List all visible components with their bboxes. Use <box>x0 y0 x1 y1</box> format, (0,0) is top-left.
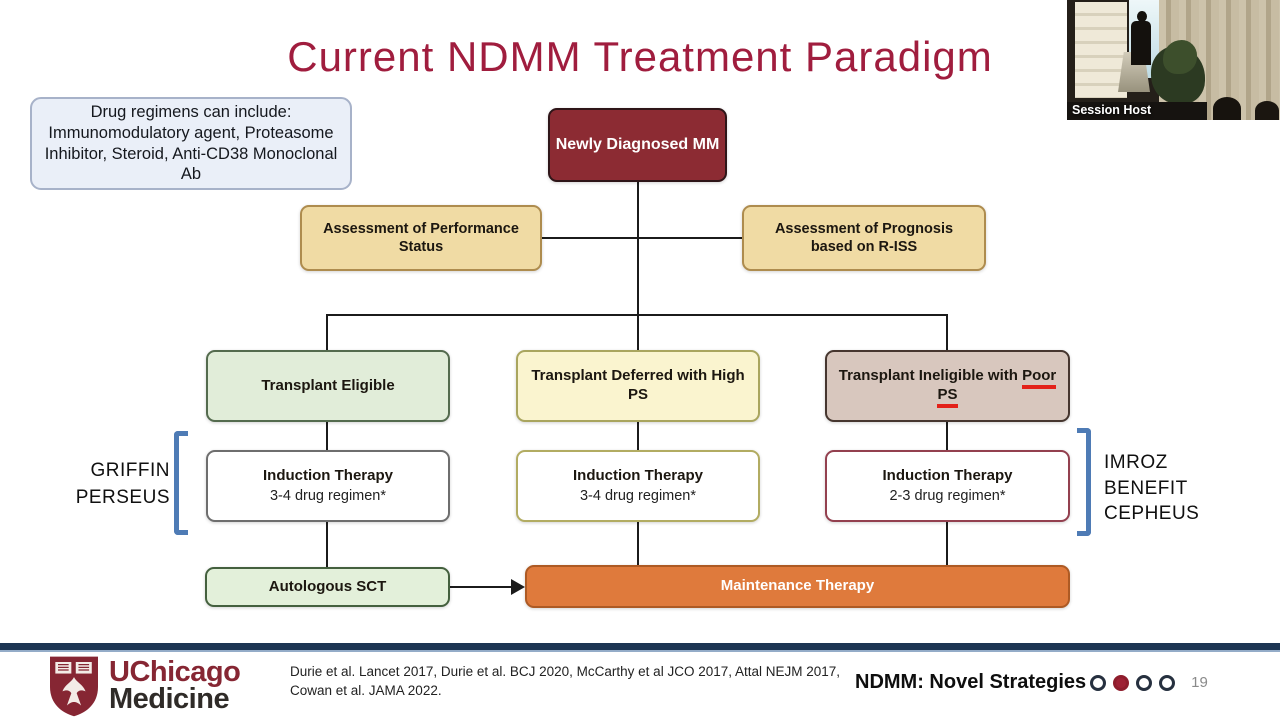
assessment-performance-box: Assessment of Performance Status <box>300 205 542 271</box>
connector-deferred-induction <box>637 422 639 450</box>
webcam-speaker-head <box>1137 11 1147 22</box>
logo-wordmark: UChicago Medicine <box>109 656 241 715</box>
induction-left-regimen: 3-4 drug regimen* <box>269 488 387 505</box>
induction-right-title: Induction Therapy <box>882 466 1013 484</box>
connector-induction-sct <box>326 522 328 567</box>
citation-text: Durie et al. Lancet 2017, Durie et al. B… <box>290 664 841 698</box>
transplant-ineligible-box: Transplant Ineligible with Poor PS <box>825 350 1070 422</box>
connector-right-drop <box>946 314 948 352</box>
transplant-eligible-box: Transplant Eligible <box>206 350 450 422</box>
nav-dot[interactable] <box>1159 674 1176 691</box>
connector-induction-maintenance-mid <box>637 522 639 565</box>
connector-eligible-induction <box>326 422 328 450</box>
autologous-sct-box: Autologous SCT <box>205 567 450 607</box>
webcam-plant-highlight <box>1163 40 1197 74</box>
footer-divider-bar <box>0 643 1280 652</box>
webcam-audience-head <box>1213 97 1241 120</box>
connector-left-drop <box>326 314 328 352</box>
induction-right-regimen: 2-3 drug regimen* <box>889 488 1006 505</box>
induction-left-title: Induction Therapy <box>262 466 393 484</box>
transplant-ineligible-label: Transplant Ineligible with Poor PS <box>837 367 1058 408</box>
webcam-audience-head <box>1255 101 1279 120</box>
right-trials-label: IMROZ BENEFIT CEPHEUS <box>1104 452 1200 525</box>
connector-assessments <box>542 237 742 239</box>
slide-title: Current NDMM Treatment Paradigm <box>287 33 993 80</box>
induction-left-box: Induction Therapy 3-4 drug regimen* <box>206 450 450 522</box>
nav-dots <box>1090 674 1176 691</box>
induction-right-box: Induction Therapy 2-3 drug regimen* <box>825 450 1070 522</box>
footer: UChicago Medicine Durie et al. Lancet 20… <box>0 654 1280 720</box>
nav-dot[interactable] <box>1136 674 1153 691</box>
session-host-label: Session Host <box>1072 103 1152 117</box>
connector-induction-maintenance-right <box>946 522 948 565</box>
connector-branch-horizontal <box>326 314 948 316</box>
uchicago-shield-icon <box>50 656 98 717</box>
induction-mid-box: Induction Therapy 3-4 drug regimen* <box>516 450 760 522</box>
webcam-projection-screen <box>1075 2 1127 98</box>
uchicago-medicine-logo: UChicago Medicine <box>46 654 241 718</box>
newly-diagnosed-box: Newly Diagnosed MM <box>548 108 727 182</box>
poor-ps-underlined: Poor PS <box>937 367 1057 408</box>
maintenance-therapy-box: Maintenance Therapy <box>525 565 1070 608</box>
right-bracket <box>1077 428 1091 536</box>
nav-dot[interactable] <box>1090 674 1107 691</box>
transplant-deferred-box: Transplant Deferred with High PS <box>516 350 760 422</box>
nav-dot[interactable] <box>1113 674 1130 691</box>
arrow-sct-maintenance-head <box>511 579 525 595</box>
assessment-prognosis-box: Assessment of Prognosis based on R-ISS <box>742 205 986 271</box>
webcam-speaker-body <box>1131 21 1151 65</box>
section-title: NDMM: Novel Strategies <box>855 671 1087 693</box>
left-trials-label: GRIFFIN PERSEUS <box>75 460 170 508</box>
connector-ineligible-induction <box>946 422 948 450</box>
connector-root-vertical <box>637 182 639 350</box>
arrow-sct-maintenance-line <box>450 586 512 588</box>
webcam-floor <box>1067 102 1207 120</box>
section-nav: NDMM: Novel Strategies 19 <box>855 671 1208 694</box>
induction-mid-regimen: 3-4 drug regimen* <box>579 488 697 505</box>
drug-regimen-note: Drug regimens can include: Immunomodulat… <box>30 97 352 190</box>
induction-mid-title: Induction Therapy <box>572 466 703 484</box>
left-bracket <box>174 431 188 535</box>
webcam-feed[interactable]: Session Host <box>1067 0 1280 120</box>
page-number: 19 <box>1191 674 1208 691</box>
